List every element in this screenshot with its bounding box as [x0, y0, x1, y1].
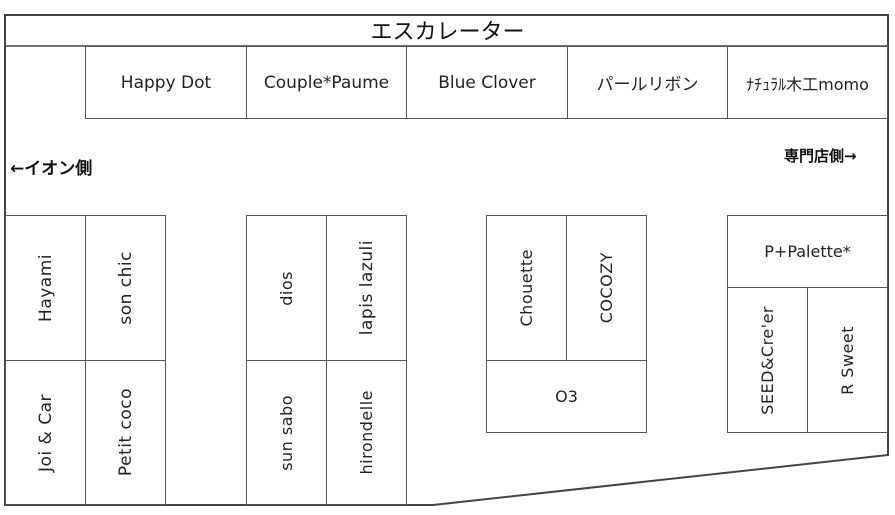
aeon-side-label: ←イオン側 — [10, 154, 92, 179]
specialty-store-side-label: 専門店側→ — [784, 145, 857, 166]
shop-label: Happy Dot — [120, 72, 212, 93]
shop-chouette: Chouette — [486, 215, 567, 361]
shop-joi-and-car: Joi & Car — [5, 360, 86, 505]
shop-label: Chouette — [517, 249, 536, 327]
shop-label: ﾅﾁｭﾗﾙ木工momo — [746, 74, 869, 94]
shop-label: Couple*Paume — [263, 72, 390, 93]
shop-label: R Sweet — [838, 325, 857, 395]
shop-label: dios — [277, 270, 296, 306]
shop-petit-coco: Petit coco — [85, 360, 166, 505]
shop-cocozy: COCOZY — [566, 215, 647, 361]
shop-label: Petit coco — [115, 388, 136, 477]
shop-sun-sabo: sun sabo — [246, 360, 327, 505]
shop-natural-mokko-momo: ﾅﾁｭﾗﾙ木工momo — [727, 46, 888, 119]
shop-label: SEED&Cre'er — [758, 305, 777, 415]
shop-label: Hayami — [35, 254, 56, 322]
shop-label: sun sabo — [277, 394, 296, 471]
shop-lapis-lazuli: lapis lazuli — [326, 215, 407, 361]
shop-blue-clover: Blue Clover — [406, 46, 568, 119]
shop-p-palette: P+Palette* — [727, 215, 888, 288]
shop-r-sweet: R Sweet — [807, 287, 888, 433]
shop-couple-paume: Couple*Paume — [246, 46, 407, 119]
shop-label: パールリボン — [596, 75, 699, 95]
shop-o3: O3 — [486, 360, 647, 433]
escalator-text: エスカレーター — [370, 20, 525, 45]
shop-dios: dios — [246, 215, 327, 361]
shop-label: COCOZY — [597, 252, 616, 324]
shop-label: lapis lazuli — [356, 240, 377, 336]
shop-label: P+Palette* — [764, 242, 851, 261]
shop-hayami: Hayami — [5, 215, 86, 361]
escalator-label: エスカレーター — [0, 14, 895, 46]
shop-label: O3 — [555, 387, 578, 406]
shop-label: hirondelle — [357, 390, 376, 475]
shop-pearl-ribbon: パールリボン — [567, 46, 728, 119]
aeon-side-text: ←イオン側 — [10, 159, 93, 179]
specialty-store-side-text: 専門店側→ — [784, 147, 857, 165]
shop-hirondelle: hirondelle — [326, 360, 407, 505]
shop-seed-and-creer: SEED&Cre'er — [727, 287, 808, 433]
shop-happy-dot: Happy Dot — [85, 46, 247, 119]
shop-label: son chic — [115, 251, 136, 325]
shop-label: Joi & Car — [35, 393, 56, 472]
shop-son-chic: son chic — [85, 215, 166, 361]
shop-label: Blue Clover — [438, 72, 536, 93]
